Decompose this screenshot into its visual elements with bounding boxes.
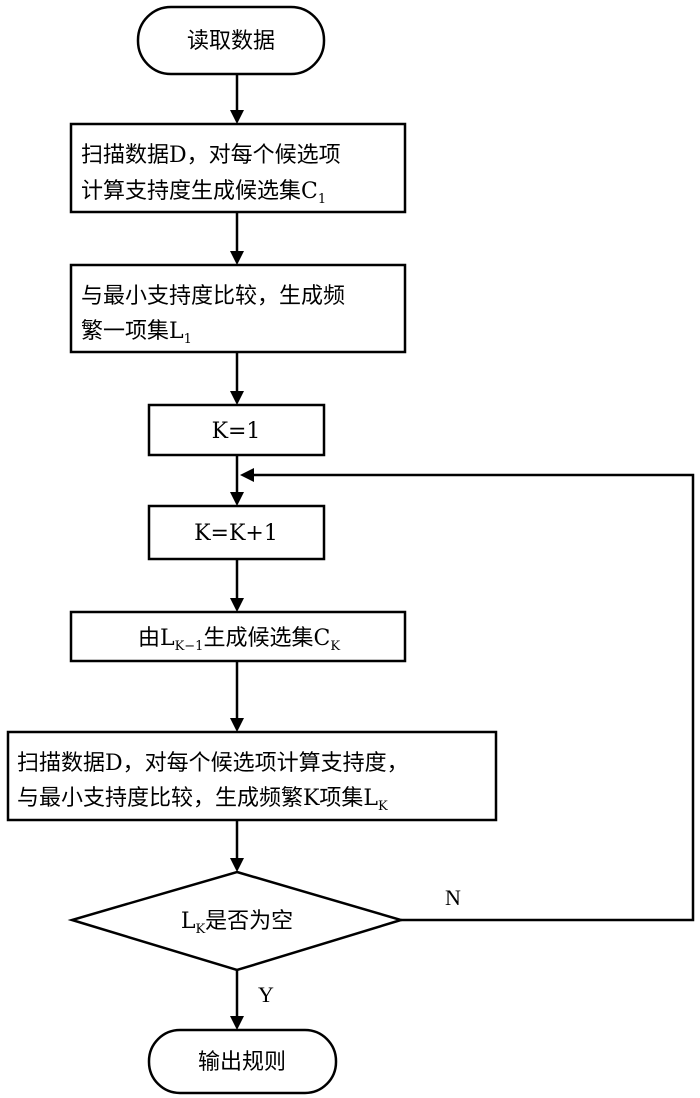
scan2-line2-sub: K [378,799,388,814]
scan2-line2-main: 与最小支持度比较，生成频繁K项集L [17,786,378,811]
node-scan2: 扫描数据D，对每个候选项计算支持度， 与最小支持度比较，生成频繁K项集LK [6,730,498,822]
node-end: 输出规则 [147,1028,338,1095]
k-init-box [147,403,326,457]
edge-decision-loop-back [252,473,695,922]
scan2-line1: 扫描数据D，对每个候选项计算支持度， [17,751,409,776]
compare1-line2: 繁一项集L1 [81,319,192,347]
arrow-kinc-gen [230,598,244,612]
start-terminal [136,5,326,76]
gen-mid: 生成候选集C [203,626,330,651]
gen-pre: 由L [138,626,175,651]
node-scan1: 扫描数据D，对每个候选项 计算支持度生成候选集C1 [69,122,407,214]
arrow-scan1-compare1 [230,251,244,265]
node-decision: LK是否为空 [67,870,406,972]
node-k-inc: K=K+1 [147,504,326,561]
edge-label-yes: Y [258,982,274,1007]
arrow-kinit-kinc [230,492,244,506]
end-terminal [147,1028,338,1095]
k-inc-box [147,504,326,561]
k-inc-label: K=K+1 [194,521,278,546]
node-compare1: 与最小支持度比较，生成频 繁一项集L1 [69,263,407,354]
end-label: 输出规则 [198,1050,286,1075]
compare1-box [69,263,407,354]
gen-box [69,610,407,663]
k-init-label: K=1 [212,419,261,444]
decision-post: 是否为空 [205,909,293,934]
decision-pre: L [181,909,196,934]
node-k-init: K=1 [147,403,326,457]
edge-label-no: N [445,885,461,910]
node-gen: 由LK−1生成候选集CK [69,610,407,663]
scan1-box [69,122,407,214]
arrow-gen-scan2 [230,718,244,732]
start-label: 读取数据 [187,29,275,54]
arrow-loop-back [240,468,254,482]
compare1-line2-sub: 1 [184,332,192,347]
scan1-line2: 计算支持度生成候选集C1 [81,179,326,207]
decision-diamond [67,870,406,972]
scan2-line2: 与最小支持度比较，生成频繁K项集LK [17,786,388,814]
arrow-compare1-kinit [230,391,244,405]
gen-sub1: K−1 [175,639,204,654]
decision-sub: K [195,922,205,937]
node-start: 读取数据 [136,5,326,76]
scan1-line2-sub: 1 [318,192,326,207]
arrow-decision-end [230,1016,244,1030]
gen-sub2: K [330,639,340,654]
arrow-start-scan1 [230,110,244,124]
compare1-line2-main: 繁一项集L [81,319,184,344]
decision-label: LK是否为空 [181,909,293,937]
scan2-box [6,730,498,822]
scan1-line2-main: 计算支持度生成候选集C [81,179,318,204]
edges [230,74,695,1030]
arrow-scan2-decision [230,858,244,872]
compare1-line1: 与最小支持度比较，生成频 [81,284,345,309]
gen-label: 由LK−1生成候选集CK [138,626,340,654]
scan1-line1: 扫描数据D，对每个候选项 [81,143,341,168]
